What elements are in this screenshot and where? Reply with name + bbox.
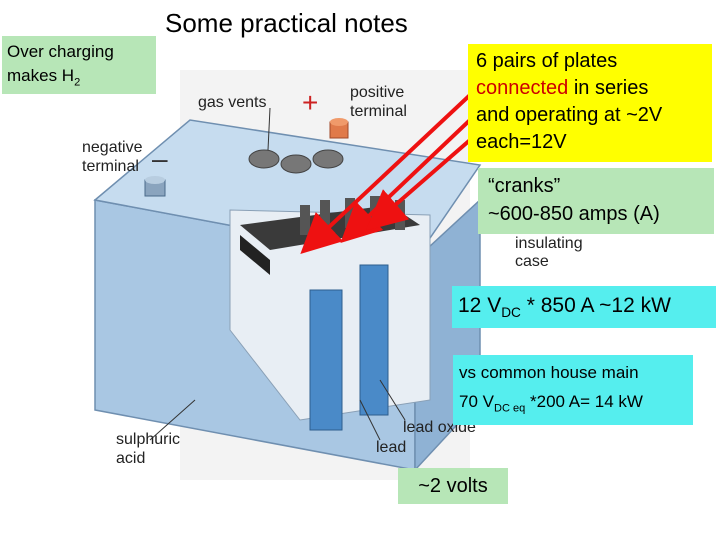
label-positive-terminal-2: terminal (350, 103, 407, 120)
label-positive-terminal-1: positive (350, 84, 404, 101)
cranks-note: “cranks” ~600-850 amps (A) (478, 168, 714, 234)
leader-acid (149, 399, 196, 441)
plates-in-series: in series (568, 77, 649, 99)
plates-note: 6 pairs of plates connected in series an… (468, 44, 712, 162)
house-suffix: *200 A= 14 kW (525, 392, 643, 411)
label-negative-terminal-1: negative (82, 139, 143, 156)
overcharge-note: Over charging makes H2 (2, 36, 156, 94)
gas-vent-cap (248, 149, 280, 169)
label-negative-terminal-2: terminal (82, 158, 139, 175)
arrow-plates-3 (365, 138, 472, 231)
positive-terminal-top (330, 118, 348, 126)
house-main-note: vs common house main 70 VDC eq *200 A= 1… (453, 355, 693, 425)
cranks-line-2: ~600-850 amps (A) (488, 203, 660, 225)
overcharge-line-2: makes H2 (7, 64, 151, 94)
leader-lead-oxide (379, 379, 406, 421)
house-prefix: 70 V (459, 392, 494, 411)
label-insulating-1: insulating (515, 235, 583, 252)
cranks-line-1: “cranks” (488, 175, 561, 197)
power-subscript: DC (501, 305, 521, 321)
gas-vent-cap (312, 149, 344, 169)
overcharge-prefix: makes H (7, 66, 75, 85)
power-note: 12 VDC * 850 A ~12 kW (452, 286, 716, 328)
plates-line-4: each=12V (476, 131, 567, 153)
plates-connected-word: connected (476, 77, 569, 99)
page-title: Some practical notes (165, 8, 408, 38)
label-minus: – (152, 143, 168, 174)
plates-line-1: 6 pairs of plates (476, 50, 618, 72)
arrow-plates-1 (300, 93, 472, 254)
leader-lead (359, 399, 381, 441)
label-insulating-2: case (515, 253, 549, 270)
cell-plate-2 (359, 264, 389, 416)
label-gas-vents: gas vents (198, 94, 266, 111)
label-plus: + (302, 87, 318, 118)
label-lead: lead (376, 439, 406, 456)
overcharge-line-1: Over charging (7, 42, 114, 61)
house-line-2: 70 VDC eq *200 A= 14 kW (459, 387, 687, 423)
label-acid-2: acid (116, 450, 145, 467)
plates-line-3: and operating at ~2V (476, 104, 663, 126)
power-suffix: * 850 A ~12 kW (520, 294, 671, 317)
house-line-1: vs common house main (459, 363, 639, 382)
power-prefix: 12 V (458, 294, 502, 317)
gas-vent-cap (280, 154, 312, 174)
plates-line-2: connected in series (476, 75, 704, 102)
negative-terminal-top (145, 176, 165, 184)
cell-plate-1 (309, 289, 343, 431)
cell-voltage-note: ~2 volts (398, 468, 508, 504)
overcharge-subscript: 2 (74, 76, 81, 89)
label-acid-1: sulphuric (116, 431, 180, 448)
leader-gas-vents (267, 107, 271, 151)
house-subscript: DC eq (493, 402, 526, 415)
